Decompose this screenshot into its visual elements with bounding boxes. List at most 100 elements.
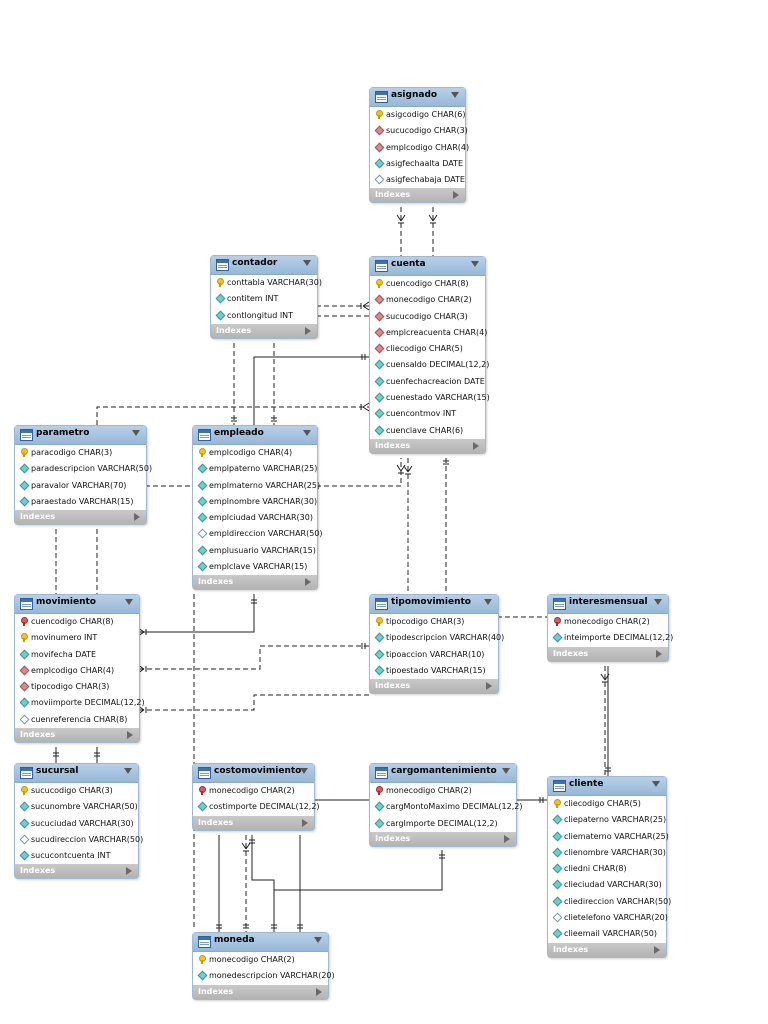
column-row[interactable]: emplcreacuenta CHAR(4) [370,325,487,341]
column-row[interactable]: emplciudad VARCHAR(30) [193,510,317,526]
table-header[interactable]: cliente [548,777,666,796]
column-row[interactable]: tipocodigo CHAR(3) [15,679,139,695]
collapse-arrow-icon[interactable] [471,261,479,267]
column-row[interactable]: sucucodigo CHAR(3) [370,123,468,139]
column-row[interactable]: clietelefono VARCHAR(20) [548,910,668,926]
column-row[interactable]: sucucontcuenta INT [15,848,138,864]
column-row[interactable]: cuenfechacreacion DATE [370,374,485,390]
column-row[interactable]: cuencontmov INT [370,406,485,422]
column-row[interactable]: cargMontoMaximo DECIMAL(12,2) [370,799,522,815]
collapse-arrow-icon[interactable] [132,430,140,436]
column-row[interactable]: monecodigo CHAR(2) [370,292,485,308]
column-row[interactable]: cliedireccion VARCHAR(50) [548,894,671,910]
table-header[interactable]: cargomantenimiento [370,764,516,783]
column-row[interactable]: asigfechaalta DATE [370,156,465,172]
column-row[interactable]: costimporte DECIMAL(12,2) [193,799,320,815]
column-row[interactable]: cuensaldo DECIMAL(12,2) [370,357,489,373]
column-row[interactable]: sucunombre VARCHAR(50) [15,799,138,815]
column-row[interactable]: emplcodigo CHAR(4) [15,663,139,679]
indexes-bar[interactable]: Indexes [370,188,465,203]
column-row[interactable]: cliepaterno VARCHAR(25) [548,812,666,828]
indexes-bar[interactable]: Indexes [370,831,516,846]
column-row[interactable]: sucucodigo CHAR(3) [15,783,138,799]
collapse-arrow-icon[interactable] [502,768,510,774]
column-row[interactable]: sucucodigo CHAR(3) [370,309,485,325]
column-row[interactable]: clienombre VARCHAR(30) [548,845,666,861]
column-row[interactable]: tipocodigo CHAR(3) [370,614,498,630]
table-header[interactable]: parametro [15,426,146,445]
column-row[interactable]: empldireccion VARCHAR(50) [193,526,323,542]
column-row[interactable]: contlongitud INT [211,308,317,324]
table-header[interactable]: tipomovimiento [370,595,498,614]
column-row[interactable]: paraestado VARCHAR(15) [15,494,146,510]
column-row[interactable]: emplnombre VARCHAR(30) [193,494,317,510]
column-row[interactable]: tipodescripcion VARCHAR(40) [370,630,504,646]
column-row[interactable]: movinumero INT [15,630,139,646]
collapse-arrow-icon[interactable] [303,430,311,436]
expand-arrow-icon[interactable] [473,441,479,450]
indexes-bar[interactable]: Indexes [15,510,146,525]
column-row[interactable]: asigfechabaja DATE [370,172,465,188]
indexes-bar[interactable]: Indexes [193,815,314,830]
column-row[interactable]: moviimporte DECIMAL(12,2) [15,695,145,711]
indexes-bar[interactable]: Indexes [370,679,498,694]
relationship-line[interactable] [273,850,443,932]
table-header[interactable]: costomovimiento [193,764,314,783]
column-row[interactable]: cliecodigo CHAR(5) [370,341,485,357]
column-row[interactable]: movifecha DATE [15,647,139,663]
indexes-bar[interactable]: Indexes [548,942,666,957]
column-row[interactable]: cuencodigo CHAR(8) [370,276,485,292]
table-header[interactable]: moneda [193,933,328,952]
expand-arrow-icon[interactable] [302,818,308,827]
column-row[interactable]: emplcodigo CHAR(4) [193,445,317,461]
expand-arrow-icon[interactable] [126,867,132,876]
table-header[interactable]: empleado [193,426,317,445]
expand-arrow-icon[interactable] [654,945,660,954]
column-row[interactable]: sucuciudad VARCHAR(30) [15,816,138,832]
table-header[interactable]: asignado [370,88,465,107]
expand-arrow-icon[interactable] [305,326,311,335]
collapse-arrow-icon[interactable] [124,768,132,774]
column-row[interactable]: emplusuario VARCHAR(15) [193,543,317,559]
column-row[interactable]: cuenclave CHAR(6) [370,423,485,439]
expand-arrow-icon[interactable] [504,834,510,843]
relationship-line[interactable] [138,594,255,633]
table-header[interactable]: contador [211,256,317,275]
column-row[interactable]: contitem INT [211,291,317,307]
column-row[interactable]: paracodigo CHAR(3) [15,445,146,461]
column-row[interactable]: cuencodigo CHAR(8) [15,614,139,630]
expand-arrow-icon[interactable] [453,191,459,200]
indexes-bar[interactable]: Indexes [370,438,485,453]
indexes-bar[interactable]: Indexes [193,575,317,590]
expand-arrow-icon[interactable] [316,987,322,996]
relationship-line[interactable] [96,406,369,425]
column-row[interactable]: monecodigo CHAR(2) [193,783,314,799]
column-row[interactable]: asigcodigo CHAR(6) [370,107,465,123]
table-header[interactable]: interesmensual [548,595,668,614]
column-row[interactable]: cuenreferencia CHAR(8) [15,712,139,728]
column-row[interactable]: emplclave VARCHAR(15) [193,559,317,575]
collapse-arrow-icon[interactable] [300,768,308,774]
indexes-bar[interactable]: Indexes [15,864,138,879]
relationship-line[interactable] [138,645,369,670]
collapse-arrow-icon[interactable] [314,937,322,943]
column-row[interactable]: conttabla VARCHAR(30) [211,275,322,291]
expand-arrow-icon[interactable] [305,578,311,587]
column-row[interactable]: clieemail VARCHAR(50) [548,926,666,942]
relationship-line[interactable] [316,458,402,487]
column-row[interactable]: cuenestado VARCHAR(15) [370,390,490,406]
collapse-arrow-icon[interactable] [652,781,660,787]
indexes-bar[interactable]: Indexes [211,323,317,338]
indexes-bar[interactable]: Indexes [15,728,139,743]
